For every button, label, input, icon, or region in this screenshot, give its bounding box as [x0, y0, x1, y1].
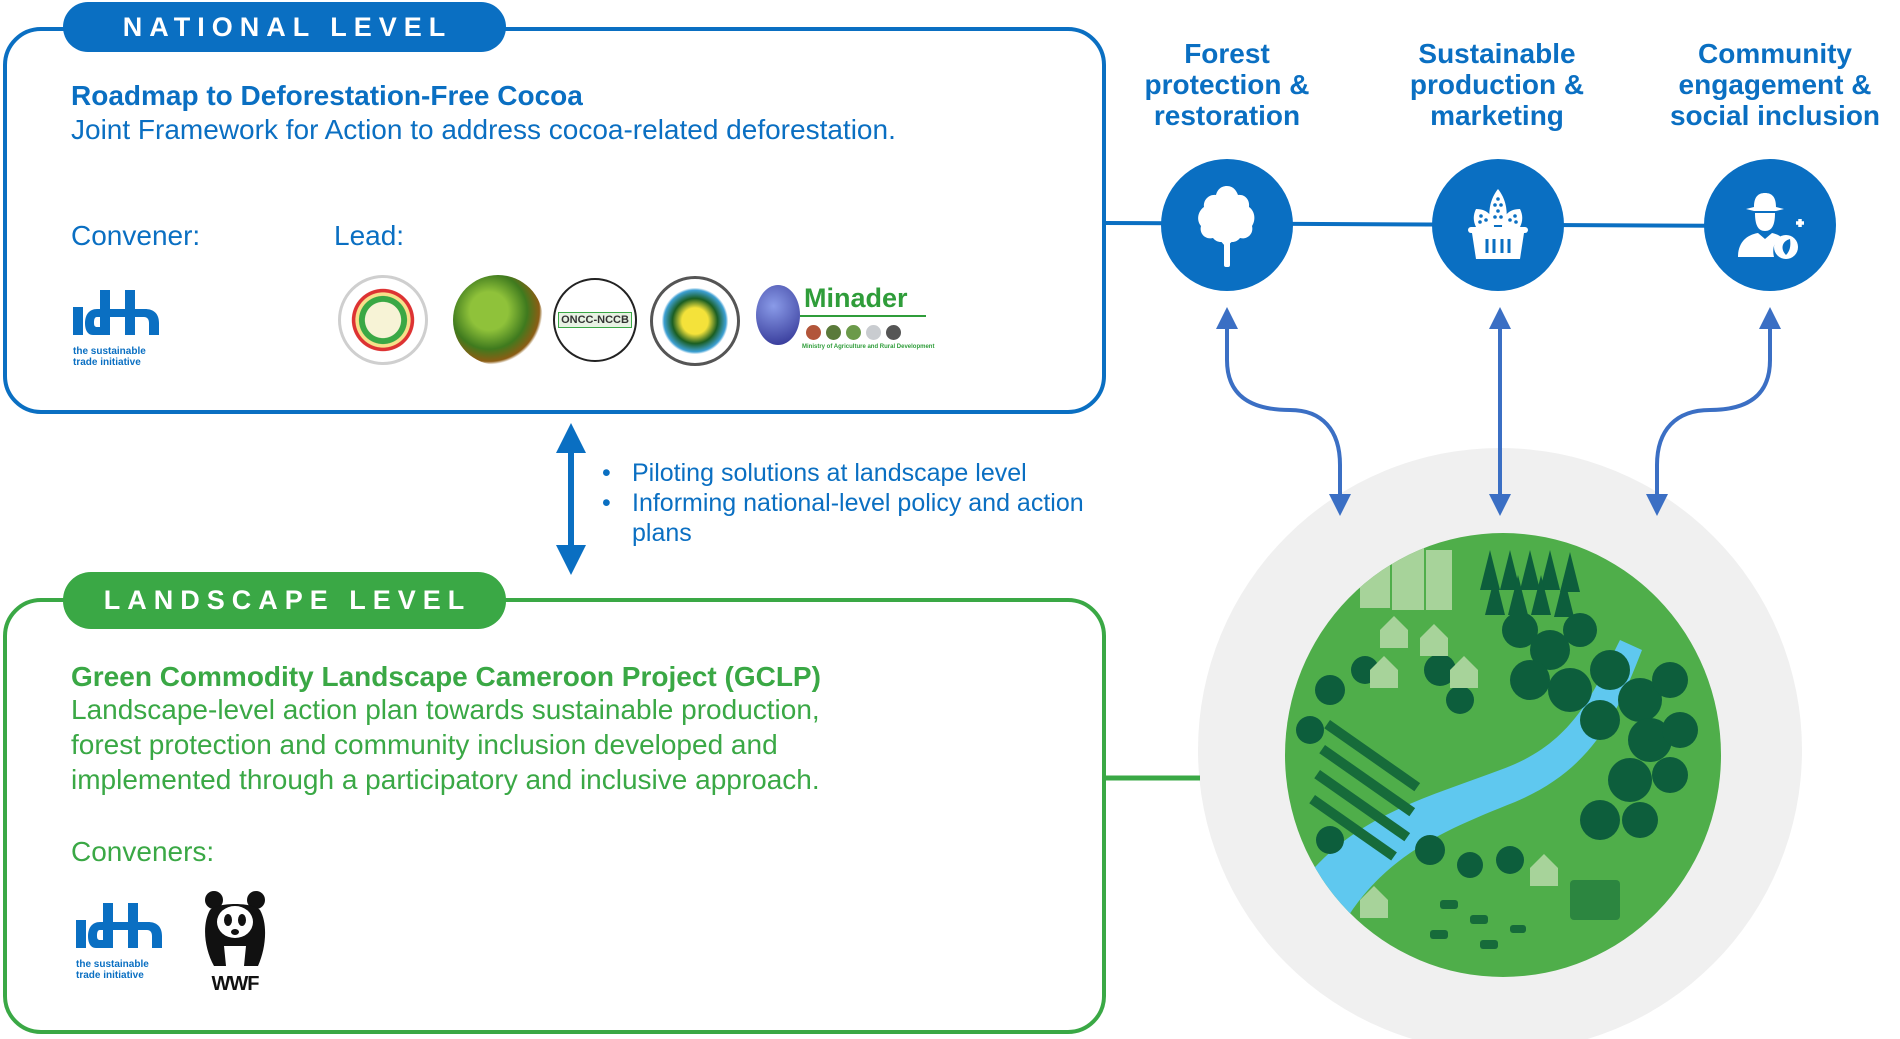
lead-label: Lead:: [334, 220, 405, 251]
minader-wordmark: Minader: [804, 283, 908, 313]
pillar-title-line: marketing: [1430, 100, 1564, 131]
forest-trees: [1296, 612, 1698, 878]
logo-minader: Minader Ministry of Agriculture and Rura…: [756, 283, 934, 355]
idh-subtitle-line1: the sustainable: [76, 959, 149, 970]
pillar-title-production: Sustainable production & marketing: [1377, 38, 1617, 131]
bullet-text: Informing national-level policy and acti…: [632, 489, 1084, 547]
national-title: Roadmap to Deforestation-Free Cocoa: [71, 80, 583, 111]
logo-ministry-forestry-wildlife: [338, 275, 428, 365]
convener-label: Convener:: [71, 220, 201, 251]
idh-wordmark-icon: [73, 290, 159, 335]
logo-oncc-nccb: ONCC-NCCB: [553, 278, 637, 362]
river: [1290, 640, 1642, 950]
produce-basket-icon: [1468, 189, 1528, 259]
panda-icon: [205, 891, 266, 966]
conveners-label: Conveners:: [71, 836, 215, 867]
oncc-nccb-text: ONCC-NCCB: [558, 312, 632, 328]
national-level-panel: [3, 27, 1106, 414]
level-link-bullets: • Piloting solutions at landscape level …: [602, 458, 1112, 548]
logo-globe-seal: [453, 275, 543, 365]
pillar-title-line: Sustainable: [1418, 38, 1576, 69]
pillar-title-line: restoration: [1153, 100, 1301, 131]
minader-caption: Ministry of Agriculture and Rural Develo…: [802, 344, 935, 350]
landscape-title: Green Commodity Landscape Cameroon Proje…: [71, 661, 821, 692]
idh-logo: the sustainable trade initiative: [76, 898, 164, 981]
bullet-text: Piloting solutions at landscape level: [632, 459, 1027, 487]
national-level-badge: NATIONAL LEVEL: [63, 2, 506, 52]
landscape-description-line: implemented through a participatory and …: [71, 764, 820, 795]
wwf-wordmark: WWF: [211, 973, 260, 995]
crop-field: [1309, 720, 1421, 861]
arrow-forest: [1216, 307, 1351, 516]
bullet-item: • Informing national-level policy and ac…: [602, 488, 1112, 548]
pillar-title-line: social inclusion: [1669, 100, 1881, 131]
minader-emblem-icon: [756, 285, 800, 345]
pillar-forest-circle: [1161, 159, 1293, 291]
idh-wordmark-icon: [76, 903, 162, 948]
pillar-title-forest: Forest protection & restoration: [1107, 38, 1347, 131]
landscape-globe-illustration: [1285, 533, 1721, 977]
conifer-trees: [1480, 550, 1580, 617]
tree-icon: [1198, 186, 1255, 267]
idh-subtitle-line2: trade initiative: [76, 970, 144, 981]
national-description: Joint Framework for Action to address co…: [71, 114, 896, 145]
idh-subtitle-line2: trade initiative: [73, 357, 141, 368]
pillar-title-line: Forest: [1184, 38, 1270, 69]
logo-tree-map-seal: [650, 276, 740, 366]
pillar-production-circle: [1432, 159, 1564, 291]
landscape-level-badge: LANDSCAPE LEVEL: [63, 572, 506, 629]
arrow-community: [1646, 307, 1781, 516]
landscape-description-line: Landscape-level action plan towards sust…: [71, 694, 820, 725]
pillar-title-line: protection &: [1144, 69, 1310, 100]
pillar-title-line: production &: [1409, 69, 1585, 100]
landscape-level-panel: [3, 598, 1106, 1034]
idh-logo: the sustainable trade initiative: [73, 285, 161, 368]
farmer-leaf-icon: [1738, 193, 1804, 259]
bullet-dot: •: [602, 459, 611, 487]
landscape-description: Landscape-level action plan towards sust…: [71, 692, 820, 797]
idh-subtitle-line1: the sustainable: [73, 346, 146, 357]
wwf-logo: WWF: [200, 890, 272, 995]
minader-photo-strip: [806, 325, 901, 340]
bullet-item: • Piloting solutions at landscape level: [602, 458, 1112, 488]
livestock: [1430, 880, 1620, 949]
pillar-title-line: Community: [1698, 38, 1852, 69]
pillar-title-community: Community engagement & social inclusion: [1650, 38, 1900, 131]
landscape-description-line: forest protection and community inclusio…: [71, 729, 778, 760]
pillar-community-circle: [1704, 159, 1836, 291]
bullet-dot: •: [602, 489, 611, 517]
pillar-title-line: engagement &: [1678, 69, 1872, 100]
